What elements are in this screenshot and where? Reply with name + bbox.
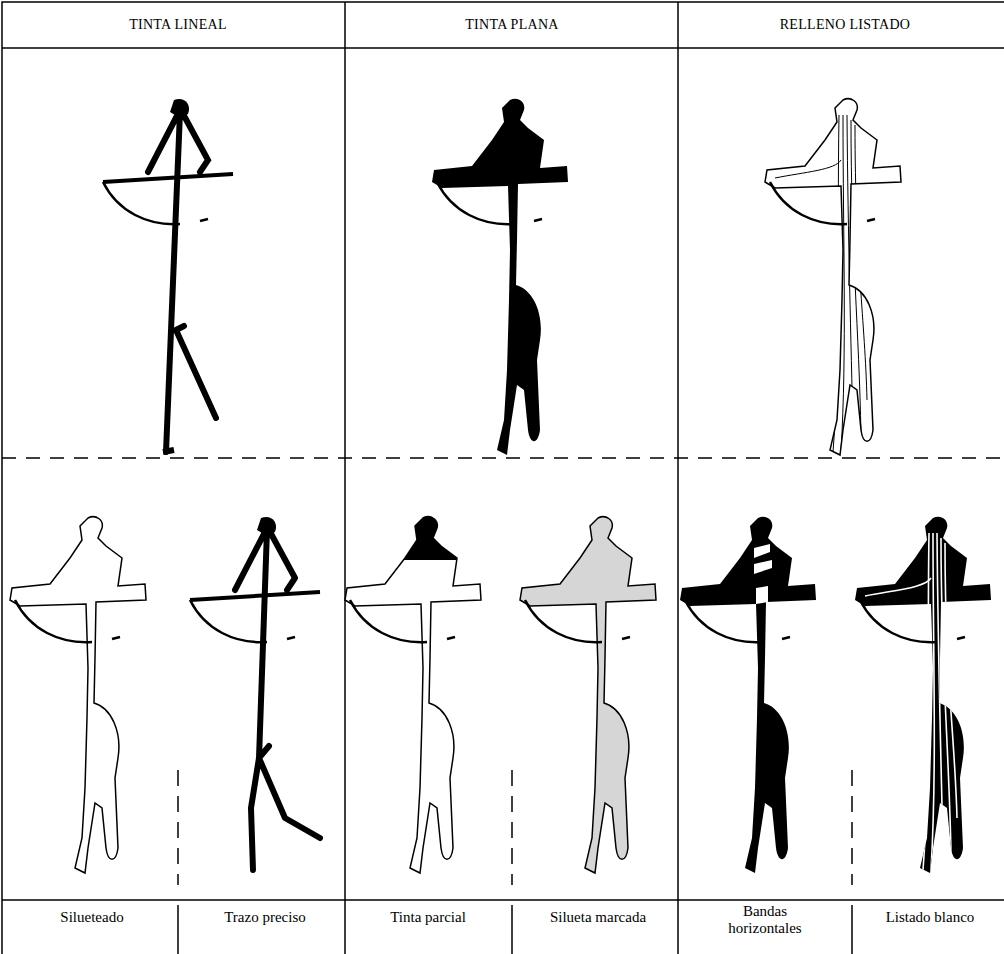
variant-caption: Trazo preciso xyxy=(224,909,306,926)
variant-caption: Silueta marcada xyxy=(550,909,646,926)
column-header: RELLENO LISTADO xyxy=(780,17,911,32)
grey-archer xyxy=(520,517,656,873)
variant-caption: Bandas horizontales xyxy=(720,903,810,936)
solid-archer xyxy=(432,99,568,455)
variant-caption: Listado blanco xyxy=(886,909,975,926)
outline-archer xyxy=(10,517,146,873)
banded-archer xyxy=(680,517,816,873)
partial-ink-archer xyxy=(345,517,481,873)
column-header: TINTA PLANA xyxy=(465,17,559,32)
stick-archer xyxy=(103,99,233,452)
white-striped-archer xyxy=(855,517,991,873)
striped-archer xyxy=(765,99,901,455)
stick-archer xyxy=(190,517,320,870)
column-header: TINTA LINEAL xyxy=(129,17,227,32)
variant-caption: Silueteado xyxy=(60,909,123,926)
variant-caption: Tinta parcial xyxy=(390,909,466,926)
